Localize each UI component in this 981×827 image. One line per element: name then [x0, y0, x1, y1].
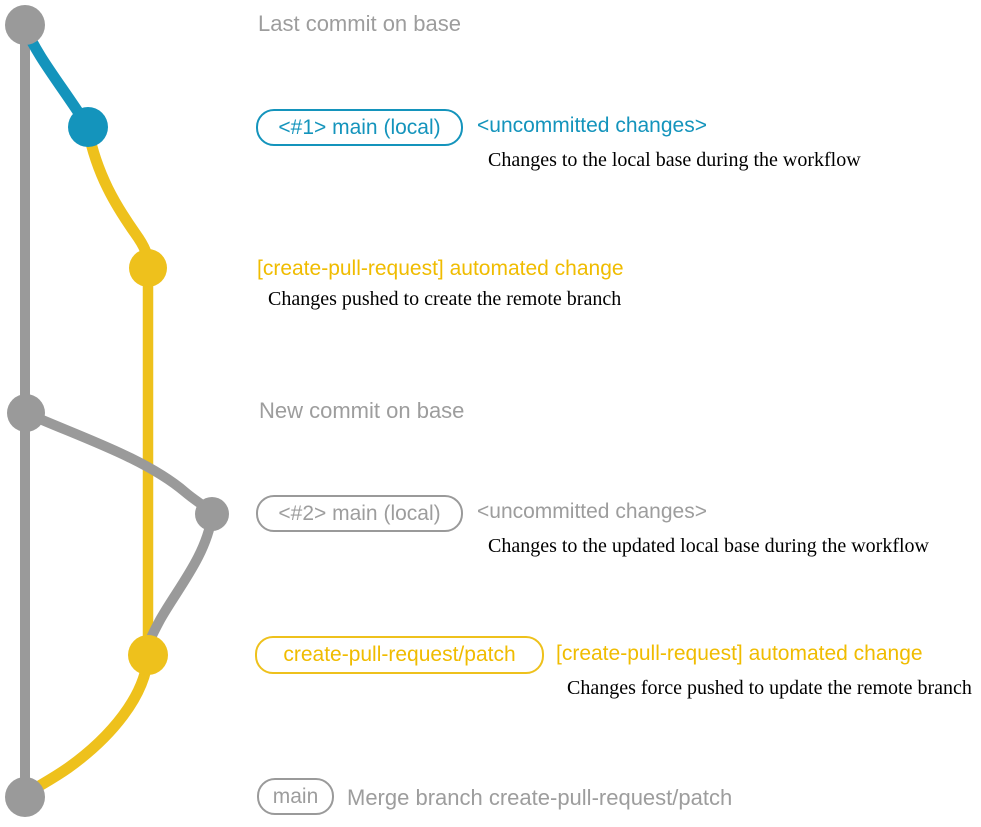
note-merge-branch: Merge branch create-pull-request/patch — [347, 785, 733, 810]
desc-automated-change-1: Changes pushed to create the remote bran… — [268, 288, 622, 310]
patch-merge-curve — [20, 649, 154, 802]
note-new-commit: New commit on base — [259, 398, 465, 423]
heading-uncommitted-1: <uncommitted changes> — [477, 114, 707, 137]
commit-dot-push-1 — [129, 249, 167, 287]
commit-dot-local-2 — [195, 497, 229, 531]
commit-dot-push-2 — [128, 635, 168, 675]
commit-dot-local-1 — [68, 107, 108, 147]
desc-uncommitted-2: Changes to the updated local base during… — [488, 535, 929, 557]
badge-main-local-1: <#1> main (local) — [256, 109, 463, 146]
commit-dot-last-base — [5, 5, 45, 45]
desc-automated-change-2: Changes force pushed to update the remot… — [567, 677, 972, 699]
heading-uncommitted-2: <uncommitted changes> — [477, 500, 707, 523]
desc-uncommitted-1: Changes to the local base during the wor… — [488, 149, 861, 171]
base-update-curve — [21, 408, 217, 519]
note-last-commit: Last commit on base — [258, 11, 461, 36]
rebase-curve — [143, 511, 217, 660]
patch-branch-curve-top — [82, 124, 154, 274]
badge-patch-branch: create-pull-request/patch — [255, 636, 544, 674]
badge-main: main — [257, 778, 334, 815]
heading-automated-change-2: [create-pull-request] automated change — [556, 642, 923, 665]
commit-dot-merge — [5, 777, 45, 817]
commit-dot-new-base — [7, 394, 45, 432]
heading-automated-change-1: [create-pull-request] automated change — [257, 257, 624, 280]
badge-main-local-2: <#2> main (local) — [256, 495, 463, 532]
